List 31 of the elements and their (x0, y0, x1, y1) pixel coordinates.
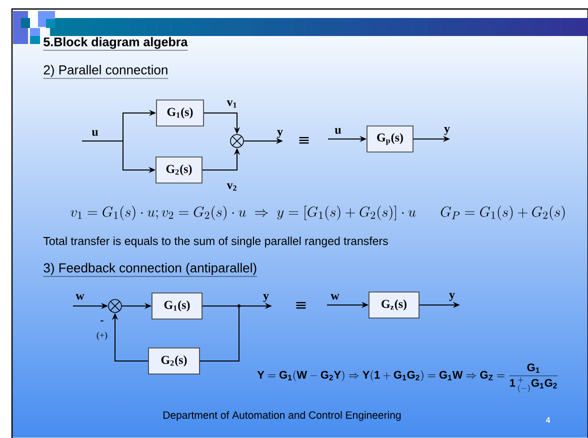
block-box: G$_{1}$(s) (156, 100, 204, 126)
edge-label: v$_{1}$ (226, 100, 236, 108)
block-box: G$_{z}$(s) (368, 292, 420, 318)
equation: $v_1 = G_1(s)\cdot u; v_2 = G_2(s)\cdot u \;\Rightarrow\; y = [G_1(s)+G_2(s)]\cdot u$ (70, 206, 416, 220)
sign-label: - (100, 320, 104, 322)
edge-label: y (444, 126, 450, 136)
block-box: G$_{2}$(s) (148, 348, 200, 374)
edge-label: u (334, 128, 342, 134)
equation: $G_P = G_1(s)+G_2(s)$ (440, 206, 565, 220)
block-box: G$_{2}$(s) (156, 156, 202, 184)
equation: $\mathbf{Y}=\mathbf{G_1}(\mathbf{W}-\mathbf{G_2Y})\Rightarrow\mathbf{Y}(\mathbf{1}+\mathbf{G_1G_2})=\mathbf{G_1W}\Rightarrow\mathbf{G_Z}=\frac{\mathbf{G_1}}{\mathbf{1}\,{}^{+}_{(-)}\mathbf{G_1G_2}}$ (257, 364, 558, 392)
edge-label: y (263, 294, 269, 302)
title: 5.Block diagram algebra (43, 37, 188, 50)
summing-junction (230, 134, 244, 148)
sign-label: (+) (96, 332, 108, 340)
equivalence-sign: ≡ (296, 302, 306, 309)
summing-junction (108, 299, 122, 313)
footer-text: Department of Automation and Control Engineering (164, 411, 401, 421)
edge-label: w (76, 294, 84, 300)
edge-label: u (92, 130, 98, 136)
section-heading: 3) Feedback connection (antiparallel) (43, 262, 258, 277)
section-heading: 2) Parallel connection (43, 64, 168, 79)
equivalence-sign: ≡ (299, 136, 309, 144)
block-box: G$_{p}$(s) (366, 126, 414, 152)
body-text: Total transfer is equals to the sum of single parallel ranged transfers (43, 236, 388, 248)
edge-label: v$_{2}$ (226, 183, 236, 191)
edge-label: y (277, 130, 283, 138)
page-number: 4 (546, 417, 550, 423)
edge-label: y (449, 292, 455, 302)
edge-label: w (330, 294, 340, 300)
block-box: G$_{1}$(s) (152, 292, 202, 320)
